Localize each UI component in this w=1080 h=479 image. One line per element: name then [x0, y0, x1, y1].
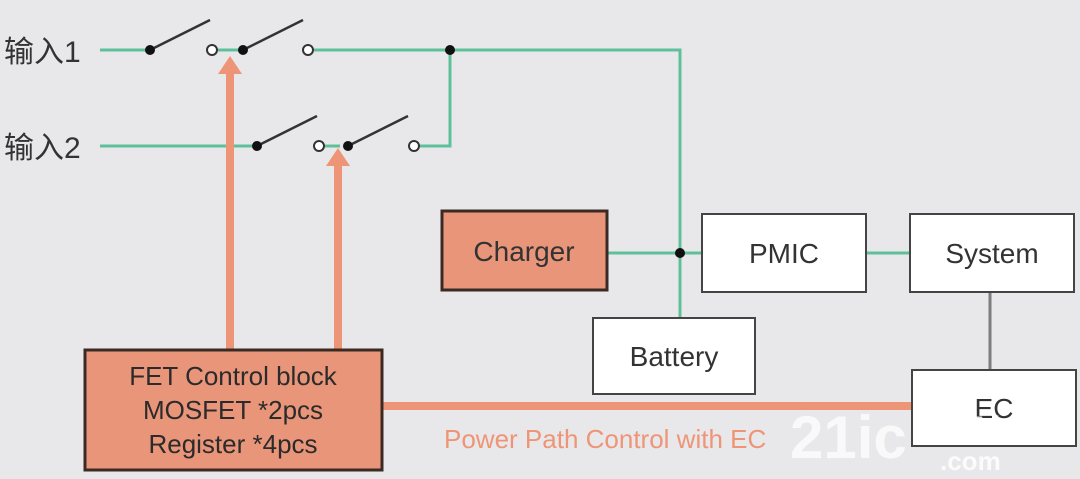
switch-2b-contact — [408, 140, 420, 152]
input2-label: 输入2 — [4, 132, 81, 165]
switch-2a-blade — [256, 114, 318, 148]
fet-control-title: FET Control block — [129, 361, 338, 391]
switch-2a-contact — [313, 140, 325, 152]
switch-2b-blade — [347, 114, 409, 148]
ec-block: EC — [911, 369, 1077, 447]
pmic-label: PMIC — [749, 238, 819, 269]
fet-register-count: Register *4pcs — [148, 429, 317, 459]
switch-1a-pivot — [145, 45, 155, 55]
charger-block: Charger — [440, 209, 609, 292]
watermark-dotcom: .com — [940, 446, 1001, 476]
wire-input1-main — [314, 48, 682, 318]
input1-label: 输入1 — [4, 36, 81, 69]
system-block: System — [909, 213, 1075, 293]
fet-mosfet-count: MOSFET *2pcs — [143, 395, 323, 425]
ec-label: EC — [975, 393, 1014, 424]
junction-charger — [675, 248, 685, 258]
junction-merge — [445, 45, 455, 55]
switch-2a-pivot — [252, 141, 262, 151]
charger-label: Charger — [473, 236, 574, 267]
control-arrow-switch2 — [326, 148, 350, 166]
fet-control-block: FET Control block MOSFET *2pcs Register … — [83, 348, 384, 472]
switch-1b-contact — [302, 44, 314, 56]
battery-label: Battery — [630, 341, 719, 372]
power-path-label: Power Path Control with EC — [444, 424, 766, 454]
switches — [145, 18, 685, 258]
watermark-sub: 中国电子网 — [932, 414, 1062, 444]
switch-1a-contact — [206, 44, 218, 56]
battery-block: Battery — [592, 317, 756, 395]
control-wires — [218, 56, 912, 410]
pmic-block: PMIC — [701, 213, 867, 293]
switch-2b-pivot — [343, 141, 353, 151]
switch-1a-blade — [149, 18, 211, 52]
watermark-logo: 21ic 中国电子网 .com — [790, 404, 1062, 476]
switch-1b-pivot — [238, 45, 248, 55]
switch-1b-blade — [242, 18, 304, 52]
watermark-main: 21ic — [790, 404, 907, 471]
control-arrow-switch1 — [218, 56, 242, 74]
wire-input2-merge — [420, 50, 452, 148]
system-label: System — [945, 238, 1038, 269]
